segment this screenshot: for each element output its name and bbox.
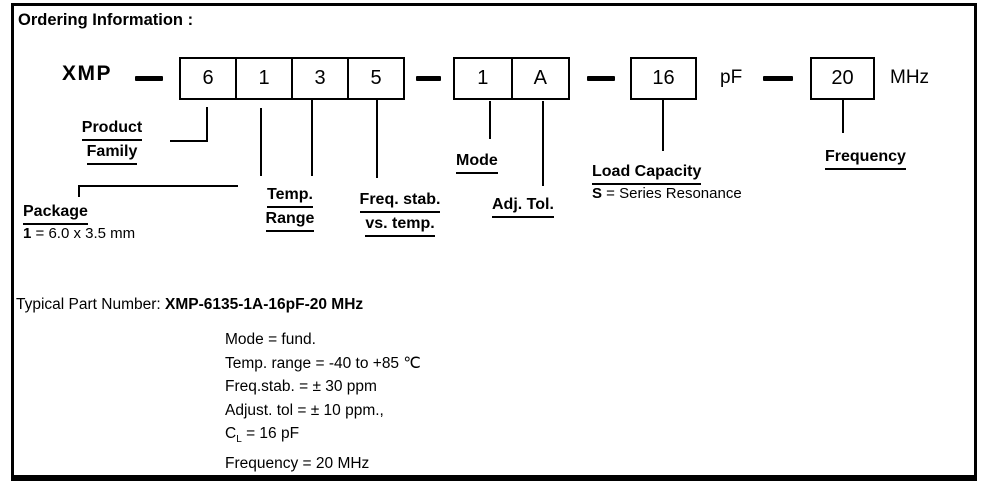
label-temp-range: Temp. Range	[255, 184, 325, 232]
load-capacity-note-key: S	[592, 185, 603, 202]
label-product-family-line2: Family	[86, 141, 138, 165]
connector-product-family-vertical	[206, 107, 208, 142]
label-package: Package	[23, 201, 88, 225]
connector-temp-range	[260, 108, 262, 176]
section-title: Ordering Information :	[18, 11, 194, 29]
connector-box-5	[376, 100, 378, 178]
label-freq-stab: Freq. stab. vs. temp.	[345, 189, 455, 237]
connector-load-capacity	[662, 100, 664, 151]
package-note-key: 1	[23, 225, 32, 242]
label-adj-tol: Adj. Tol.	[492, 194, 554, 218]
digit-box: 1	[235, 59, 291, 98]
frequency-unit: MHz	[890, 67, 930, 88]
package-note-text: = 6.0 x 3.5 mm	[31, 225, 136, 242]
label-product-family: Product Family	[62, 117, 162, 165]
separator-dash	[587, 76, 615, 81]
digit-box: 5	[347, 59, 403, 98]
typical-part-number-details: Mode = fund. Temp. range = -40 to +85 ℃ …	[225, 328, 421, 475]
connector-package-horizontal	[78, 185, 238, 187]
part-prefix: XMP	[62, 62, 113, 85]
connector-adj-tol	[542, 101, 544, 186]
label-frequency: Frequency	[825, 146, 906, 170]
typical-part-number-value: XMP-6135-1A-16pF-20 MHz	[165, 296, 364, 313]
connector-frequency	[842, 100, 844, 133]
detail-frequency: Frequency = 20 MHz	[225, 454, 370, 472]
digit-box: 3	[291, 59, 347, 98]
outer-frame	[11, 3, 977, 481]
typical-part-number-label: Typical Part Number:	[16, 296, 166, 313]
detail-temp-range: Temp. range = -40 to +85 ℃	[225, 354, 421, 372]
detail-mode: Mode = fund.	[225, 331, 316, 348]
detail-adjust-tol: Adjust. tol = ± 10 ppm.,	[225, 401, 384, 419]
package-note: 1 = 6.0 x 3.5 mm	[23, 225, 135, 242]
load-capacity-unit: pF	[720, 67, 743, 88]
connector-mode	[489, 101, 491, 139]
connector-product-family-horizontal	[170, 140, 208, 142]
connector-freq-stab	[311, 100, 313, 176]
load-capacity-box: 16	[630, 57, 697, 100]
digit-box: 6	[202, 67, 214, 89]
label-product-family-line1: Product	[81, 117, 143, 141]
typical-part-number-line: Typical Part Number: XMP-6135-1A-16pF-20…	[16, 296, 363, 314]
subscript-L: L	[236, 434, 242, 446]
load-capacity-note-text: = Series Resonance	[602, 185, 742, 202]
load-capacity-note: S = Series Resonance	[592, 185, 742, 202]
separator-dash	[763, 76, 793, 81]
label-load-capacity: Load Capacity	[592, 161, 702, 185]
detail-freq-stab: Freq.stab. = ± 30 ppm	[225, 378, 377, 395]
digit-box: 1	[477, 67, 489, 89]
digit-box: A	[510, 59, 569, 98]
separator-dash	[416, 76, 441, 81]
digit-box-group-2: 1 A	[453, 57, 570, 100]
digit-box-group-1: 6 1 3 5	[179, 57, 405, 100]
detail-load-capacitance: CL = 16 pF	[225, 425, 300, 446]
label-mode: Mode	[456, 150, 498, 174]
separator-dash	[135, 76, 163, 81]
frequency-box: 20	[810, 57, 875, 100]
connector-package-tick	[78, 185, 80, 197]
